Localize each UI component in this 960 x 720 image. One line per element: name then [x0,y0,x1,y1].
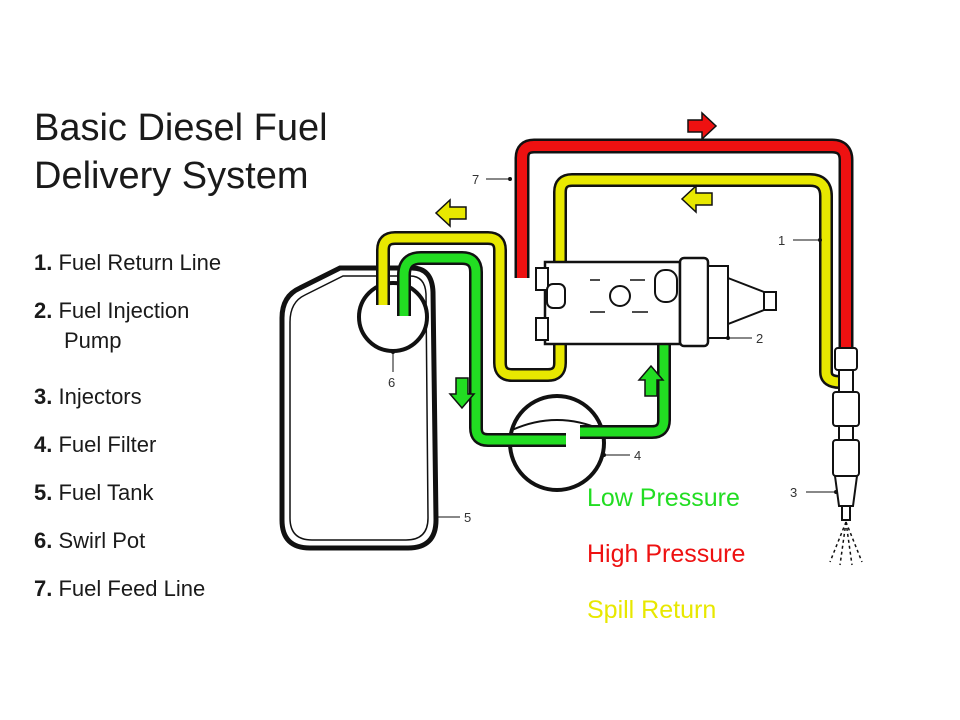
spill-return-flow-arrow-icon [680,184,713,214]
callout-7-label: 7 [472,172,479,187]
callout-6-label: 6 [388,375,395,390]
part-name-continued: Pump [64,328,122,353]
part-number: 4. [34,432,53,457]
parts-list-item: 5. Fuel Tank [34,478,221,526]
callout-5-label: 5 [464,510,471,525]
diagram-title: Basic Diesel Fuel Delivery System [34,104,328,200]
part-number: 5. [34,480,53,505]
part-number: 7. [34,576,53,601]
parts-list-item: 7. Fuel Feed Line [34,574,221,622]
injector-spray [829,521,863,566]
part-number: 3. [34,384,53,409]
parts-list-item: 1. Fuel Return Line [34,248,221,296]
part-number: 1. [34,250,53,275]
fuel-tank [279,265,439,551]
low-pressure-line [399,253,566,445]
part-number: 2. [34,298,53,323]
spill-return-line [378,175,841,387]
parts-list-item: 6. Swirl Pot [34,526,221,574]
callout-3-label: 3 [790,485,797,500]
key-spill-return: Spill Return [587,596,717,624]
part-name: Fuel Return Line [58,250,222,275]
fuel-injection-pump [535,256,777,348]
spill-return-flow-arrow-left-icon [434,198,467,228]
low-pressure-down-arrow-icon [448,377,476,410]
title-line-1: Basic Diesel Fuel [34,107,328,149]
injector [832,347,860,521]
title-line-2: Delivery System [34,155,309,197]
fuel-tank-inner-outline [289,275,429,541]
high-pressure-flow-arrow-icon [687,111,718,141]
swirl-pot [357,281,429,353]
part-name: Injectors [58,384,142,409]
part-name: Swirl Pot [58,528,146,553]
part-name: Fuel Tank [58,480,154,505]
parts-list-item: 4. Fuel Filter [34,430,221,478]
part-name: Fuel Injection [58,298,190,323]
parts-list-item: 3. Injectors [34,382,221,430]
part-name: Fuel Filter [58,432,157,457]
callout-2-label: 2 [756,331,763,346]
part-number: 6. [34,528,53,553]
key-high-pressure: High Pressure [587,540,746,568]
callout-4-label: 4 [634,448,641,463]
part-name: Fuel Feed Line [58,576,206,601]
low-pressure-line-to-pump [580,278,669,437]
high-pressure-line [517,141,851,352]
low-pressure-up-arrow-icon [637,364,665,397]
key-low-pressure: Low Pressure [587,484,740,512]
callout-1-label: 1 [778,233,785,248]
